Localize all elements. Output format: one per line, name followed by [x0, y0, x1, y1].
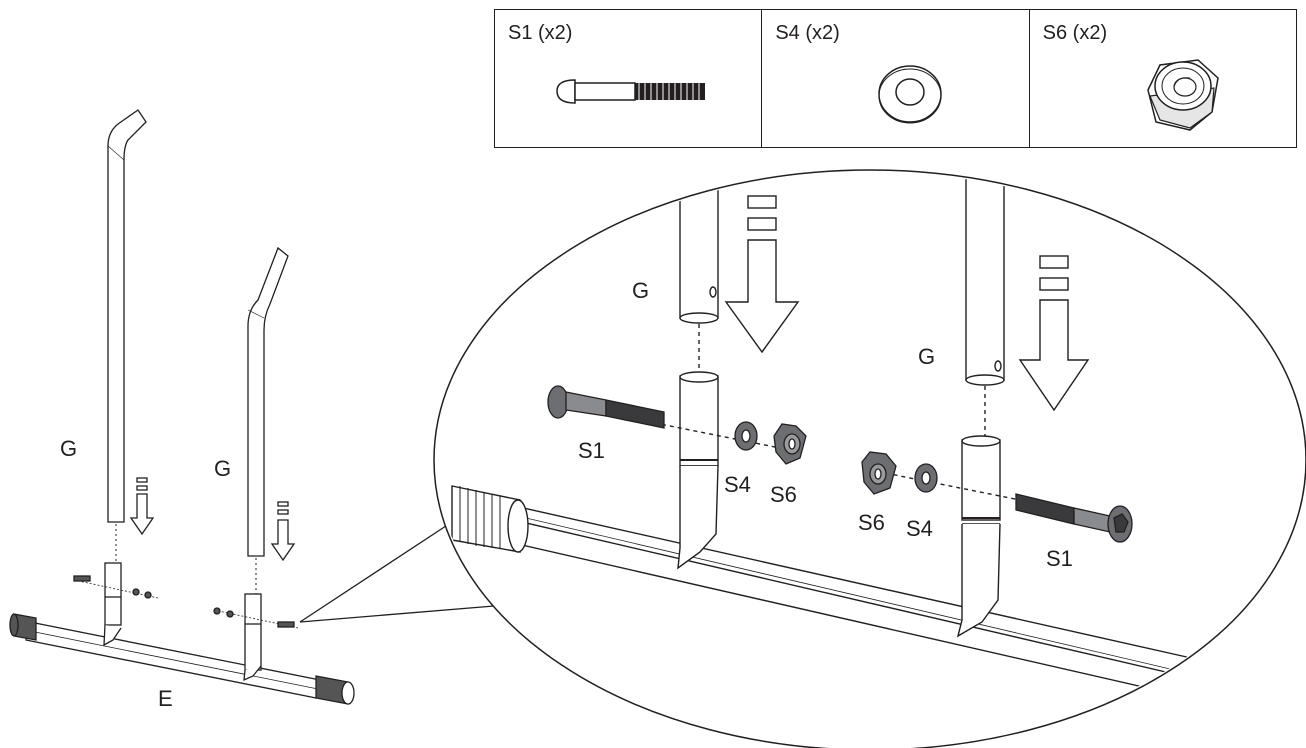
washer-icon	[878, 65, 943, 124]
detail-label-s4-right: S4	[906, 516, 933, 541]
detail-tube-g-left	[679, 172, 719, 324]
down-arrow-small-left	[129, 477, 155, 536]
overview-assembly	[9, 109, 355, 705]
callout-pointer	[299, 521, 495, 623]
part-cell-s6: S6 (x2)	[1030, 10, 1296, 147]
detail-end-cap	[451, 485, 529, 553]
down-arrow-small-right	[270, 501, 296, 562]
end-cap-right	[315, 675, 355, 705]
part-label-s4: S4 (x2)	[775, 22, 840, 44]
part-cell-s1: S1 (x2)	[495, 10, 763, 147]
detail-label-g-left: G	[632, 278, 649, 303]
detail-label-s1-right: S1	[1046, 546, 1073, 571]
detail-washer-s4-left	[734, 421, 758, 451]
part-cell-s4: S4 (x2)	[762, 10, 1030, 147]
detail-bolt-s1-left	[547, 385, 665, 429]
detail-nut-s6-left	[773, 423, 807, 465]
detail-tube-g-right	[965, 172, 1005, 386]
detail-label-s6-right: S6	[858, 510, 885, 535]
detail-label-s4-left: S4	[724, 472, 751, 497]
lock-nut-icon	[1146, 59, 1219, 131]
detail-nut-s6-right	[861, 451, 897, 495]
overview-label-g-right: G	[214, 456, 231, 481]
detail-socket-left	[677, 371, 719, 570]
detail-label-s1-left: S1	[578, 438, 605, 463]
bolt-icon	[556, 79, 705, 104]
part-label-s6: S6 (x2)	[1042, 22, 1108, 44]
part-label-s1: S1 (x2)	[508, 22, 573, 44]
detail-down-arrow-right	[1018, 255, 1090, 412]
detail-washer-s4-right	[914, 463, 938, 493]
detail-label-g-right: G	[918, 344, 935, 369]
detail-down-arrow-left	[724, 195, 800, 354]
parts-table: S1 (x2) S4 (x2) S6 (x2)	[494, 9, 1297, 148]
overview-label-e: E	[158, 686, 173, 711]
detail-callout: G G S1 S4 S6 S6 S4 S1	[433, 169, 1306, 748]
detail-bolt-s1-right	[1015, 493, 1133, 543]
overview-label-g-left: G	[60, 436, 77, 461]
end-cap-left	[9, 613, 37, 641]
detail-socket-right	[956, 435, 1001, 638]
detail-label-s6-left: S6	[770, 482, 797, 507]
